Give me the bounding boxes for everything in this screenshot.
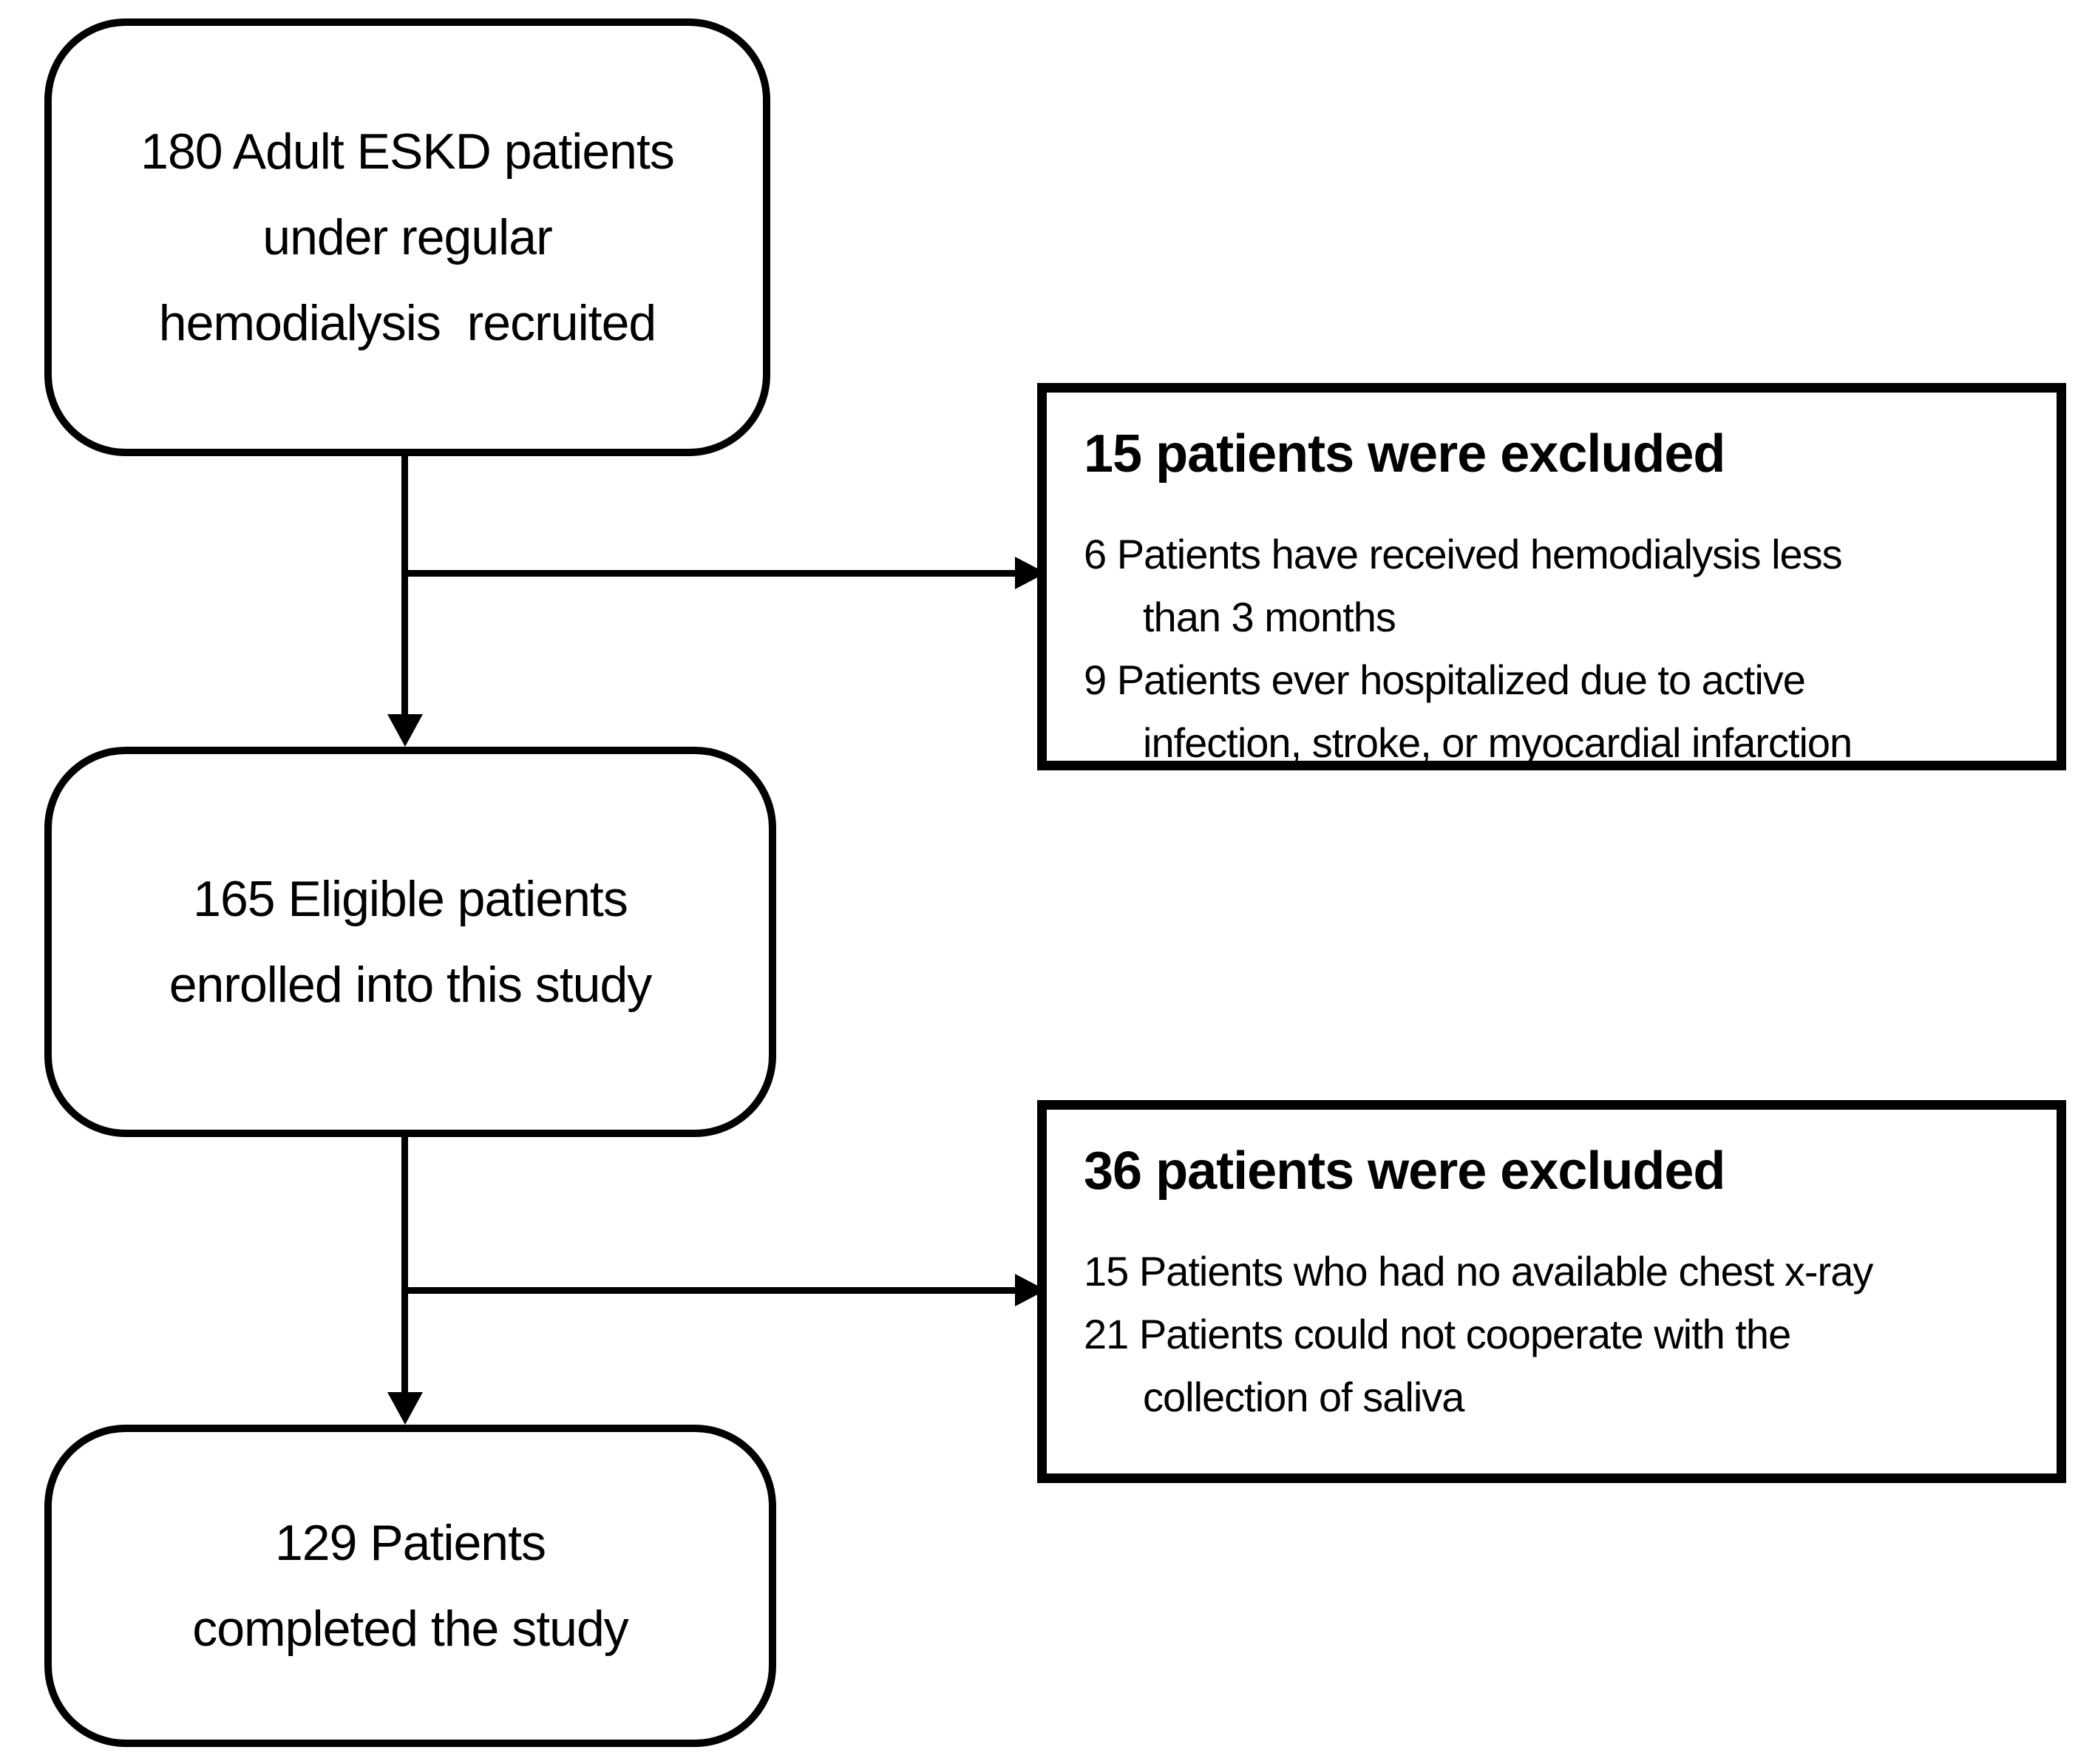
node-eligible-line-1: 165 Eligible patients xyxy=(193,871,628,927)
connector-recruited-to-eligible xyxy=(401,455,408,717)
exclusion-box-1-item: 9 Patients ever hospitalized due to acti… xyxy=(1084,657,1806,703)
exclusion-box-2-item: 15 Patients who had no available chest x… xyxy=(1084,1248,1873,1295)
node-eligible-line-2: enrolled into this study xyxy=(169,957,653,1013)
connector-branch-to-exclusion-2 xyxy=(404,1287,1019,1294)
node-recruited-line-3: hemodialysis recruited xyxy=(158,295,656,351)
exclusion-box-2: 36 patients were excluded 15 Patients wh… xyxy=(1037,1100,2066,1483)
node-recruited-line-2: under regular xyxy=(262,209,552,265)
arrowhead-down-icon xyxy=(387,714,423,747)
exclusion-box-2-item: 21 Patients could not cooperate with the xyxy=(1084,1311,1791,1357)
node-recruited: 180 Adult ESKD patients under regular he… xyxy=(44,18,770,456)
exclusion-box-1-item-continuation: than 3 months xyxy=(1143,594,1396,640)
exclusion-box-1-item-continuation: infection, stroke, or myocardial infarct… xyxy=(1143,719,1853,766)
exclusion-box-2-item-continuation: collection of saliva xyxy=(1143,1374,1464,1420)
node-completed: 129 Patients completed the study xyxy=(44,1425,776,1747)
node-eligible: 165 Eligible patients enrolled into this… xyxy=(44,747,776,1137)
node-recruited-line-1: 180 Adult ESKD patients xyxy=(140,123,675,180)
arrowhead-right-icon xyxy=(1015,1274,1046,1306)
node-completed-line-2: completed the study xyxy=(192,1601,629,1657)
node-completed-line-1: 129 Patients xyxy=(274,1515,546,1571)
connector-eligible-to-completed xyxy=(401,1136,408,1395)
exclusion-box-1-title: 15 patients were excluded xyxy=(1084,424,1725,484)
arrowhead-down-icon xyxy=(387,1392,423,1425)
exclusion-box-2-title: 36 patients were excluded xyxy=(1084,1141,1725,1201)
connector-branch-to-exclusion-1 xyxy=(404,570,1019,577)
exclusion-box-1-item: 6 Patients have received hemodialysis le… xyxy=(1084,531,1843,577)
exclusion-box-1: 15 patients were excluded 6 Patients hav… xyxy=(1037,383,2066,770)
arrowhead-right-icon xyxy=(1015,557,1046,589)
